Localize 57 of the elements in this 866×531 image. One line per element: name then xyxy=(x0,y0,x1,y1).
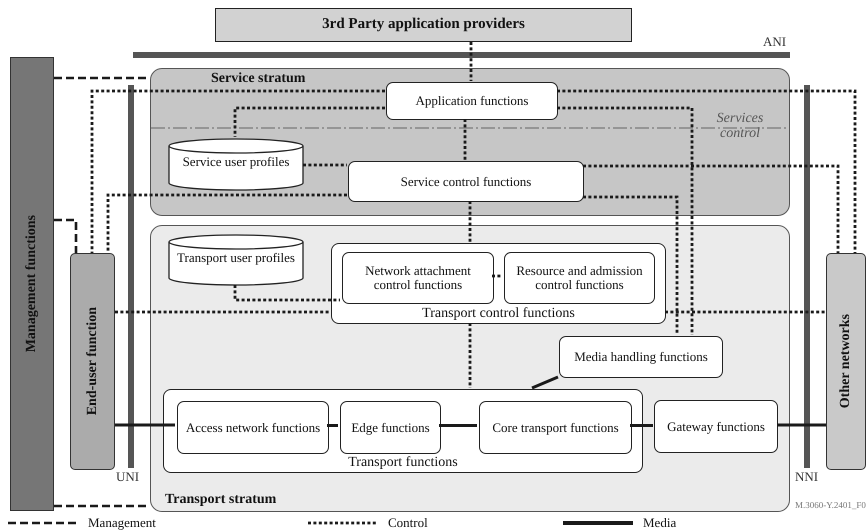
vertical-label: Other networks xyxy=(838,314,854,409)
section-label: Services control xyxy=(716,112,764,142)
control-line xyxy=(303,164,347,166)
management-bar xyxy=(10,57,54,511)
stratum-panel xyxy=(150,225,790,512)
control-line xyxy=(106,194,347,253)
media-line xyxy=(115,424,175,426)
function-box: Application functions xyxy=(386,82,558,120)
media-line xyxy=(439,424,477,427)
function-box: Resource and admission control functions xyxy=(504,252,655,304)
control-line xyxy=(665,310,826,314)
legend-label: Control xyxy=(388,515,428,531)
control-line xyxy=(557,90,856,253)
vertical-label: End-user function xyxy=(84,307,100,416)
control-line xyxy=(557,106,694,335)
function-box: Media handling functions xyxy=(559,336,723,378)
function-box: Service control functions xyxy=(348,161,584,202)
group-heading: Transport control functions xyxy=(421,306,576,322)
interface-label: NNI xyxy=(795,470,818,484)
media-line xyxy=(630,424,653,427)
control-line xyxy=(468,323,472,388)
media-line xyxy=(530,376,559,390)
function-group-box xyxy=(163,389,643,473)
control-line xyxy=(470,42,472,81)
interface-label: ANI xyxy=(763,35,786,49)
control-line xyxy=(492,274,502,278)
media-line xyxy=(327,424,338,427)
control-line xyxy=(234,106,385,137)
control-line xyxy=(464,119,466,160)
control-line xyxy=(115,310,330,314)
media-line xyxy=(777,424,826,426)
vertical-function-box xyxy=(826,253,866,470)
control-line xyxy=(468,201,472,242)
group-heading: Transport functions xyxy=(347,455,459,471)
figure-id: M.3060-Y.2401_F0 xyxy=(795,501,866,510)
control-line xyxy=(583,196,678,335)
control-line xyxy=(234,285,340,302)
legend-label: Media xyxy=(643,515,676,531)
control-line xyxy=(90,90,385,253)
group-heading: Transport stratum xyxy=(165,492,276,508)
control-line xyxy=(583,164,840,253)
function-box: Core transport functions xyxy=(479,401,632,454)
legend-label: Management xyxy=(88,515,156,531)
function-box: Network attachment control functions xyxy=(342,252,494,304)
group-heading: Service stratum xyxy=(211,71,306,87)
function-box: Edge functions xyxy=(340,401,441,454)
vertical-label: Management functions xyxy=(24,215,40,353)
function-group-box xyxy=(331,243,666,324)
node-label: Service user profiles xyxy=(182,155,290,169)
provider-box: 3rd Party application providers xyxy=(215,8,632,42)
interface-label: UNI xyxy=(116,470,140,484)
vertical-function-box xyxy=(70,253,115,470)
function-box: Access network functions xyxy=(177,401,329,454)
stratum-panel xyxy=(150,68,790,216)
management-line xyxy=(54,218,78,253)
node-label: Transport user profiles xyxy=(176,251,296,265)
function-box: Gateway functions xyxy=(654,400,778,453)
